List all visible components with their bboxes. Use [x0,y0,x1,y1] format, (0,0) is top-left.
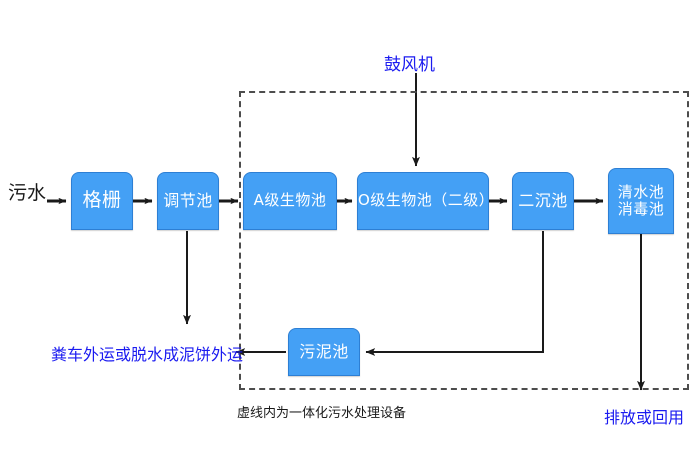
node-o-stage-biological-tank[interactable]: O级生物池（二级） [357,172,495,230]
node-secondary-settling-tank[interactable]: 二沉池 [512,172,574,230]
label-region-note: 虚线内为一体化污水处理设备 [237,406,407,421]
node-clear-water-disinfection-tank-label: 清水池 消毒池 [617,182,665,218]
label-influent: 污水 [8,182,47,204]
node-sludge-tank[interactable]: 污泥池 [288,328,360,376]
node-grille[interactable]: 格栅 [71,172,133,230]
label-sludge-disposal: 粪车外运或脱水成泥饼外运 [51,345,244,364]
label-blower: 鼓风机 [384,55,435,75]
node-regulating-tank[interactable]: 调节池 [157,172,219,230]
integrated-equipment-boundary [239,91,689,390]
node-clear-water-disinfection-tank[interactable]: 清水池 消毒池 [608,168,674,234]
node-secondary-settling-tank-label: 二沉池 [518,190,568,210]
node-grille-label: 格栅 [82,189,122,212]
node-a-stage-biological-tank-label: A级生物池 [253,191,327,210]
node-o-stage-biological-tank-label: O级生物池（二级） [358,191,495,210]
node-regulating-tank-label: 调节池 [163,190,213,210]
label-effluent-discharge-or-reuse: 排放或回用 [604,408,685,427]
node-a-stage-biological-tank[interactable]: A级生物池 [243,172,337,230]
node-sludge-tank-label: 污泥池 [299,341,349,361]
